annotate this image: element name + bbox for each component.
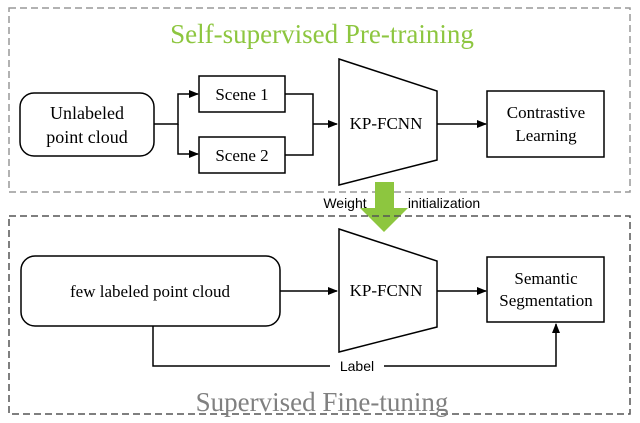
scene2-node bbox=[198, 136, 286, 174]
edge-scene1-to-network bbox=[285, 93, 314, 124]
few-labeled-point-cloud-label: few labeled point cloud bbox=[70, 282, 231, 301]
finetuning-section-title: Supervised Fine-tuning bbox=[196, 387, 449, 417]
semantic-segmentation-label-line2: Segmentation bbox=[499, 291, 593, 310]
pretraining-section-frame bbox=[8, 7, 631, 193]
pretraining-network-label: KP-FCNN bbox=[350, 114, 423, 133]
label-edge-text: Label bbox=[340, 358, 374, 374]
scene1-label: Scene 1 bbox=[215, 85, 268, 104]
contrastive-learning-label-line1: Contrastive bbox=[507, 103, 585, 122]
scene2-label: Scene 2 bbox=[215, 146, 268, 165]
initialization-label: initialization bbox=[408, 195, 480, 211]
edge-input-to-scene2 bbox=[177, 124, 199, 158]
unlabeled-point-cloud-label-line2: point cloud bbox=[46, 127, 128, 147]
semantic-segmentation-label-line1: Semantic bbox=[514, 269, 578, 288]
unlabeled-point-cloud-label-line1: Unlabeled bbox=[50, 103, 124, 123]
contrastive-learning-node bbox=[486, 90, 605, 158]
finetuning-section-frame bbox=[8, 215, 631, 415]
pretraining-network-trapezoid bbox=[338, 57, 438, 186]
finetuning-network-label: KP-FCNN bbox=[350, 281, 423, 300]
edge-scene2-to-network bbox=[285, 124, 314, 156]
edge-input-to-scene1 bbox=[154, 90, 199, 125]
pretraining-section-title: Self-supervised Pre-training bbox=[170, 19, 474, 49]
weight-transfer-arrow bbox=[360, 182, 408, 232]
finetuning-network-trapezoid bbox=[338, 227, 438, 353]
weight-label: Weight bbox=[323, 195, 366, 211]
contrastive-learning-label-line2: Learning bbox=[515, 126, 577, 145]
semantic-segmentation-node bbox=[486, 256, 605, 323]
scene1-node bbox=[198, 75, 286, 113]
label-edge-background bbox=[330, 356, 384, 376]
